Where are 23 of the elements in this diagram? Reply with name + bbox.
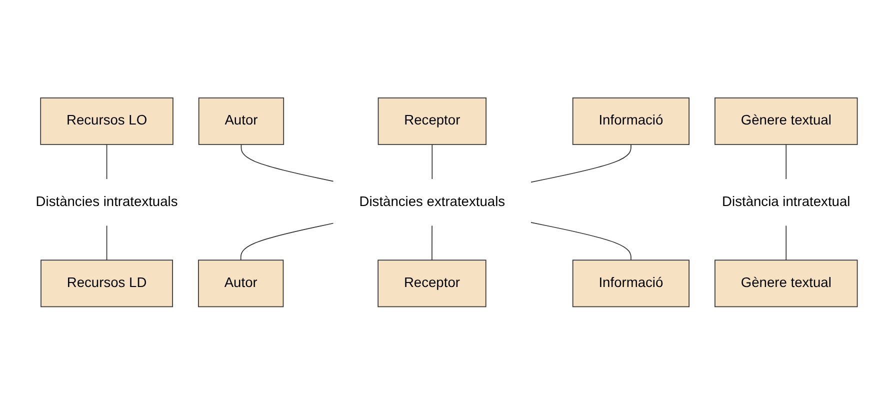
node-box <box>714 98 858 146</box>
connector <box>240 223 334 261</box>
node-text: Distàncies intratextuals <box>36 194 178 210</box>
diagram: Recursos LO Autor Receptor Informació Gènere textual Distàncies intratextuals Distàncies extratextuals Distància intratextual Recursos LD Autor Receptor Informació Gènere textual <box>3 91 883 314</box>
node-box <box>198 98 284 146</box>
connector <box>530 144 632 183</box>
node-box <box>40 260 173 308</box>
node-box <box>714 260 858 308</box>
connector <box>786 144 787 180</box>
connector <box>240 144 334 182</box>
node-box <box>40 98 174 146</box>
node-text: Distàncies extratextuals <box>359 194 506 210</box>
node-box <box>572 260 690 308</box>
connector <box>786 225 787 261</box>
node-box <box>378 260 486 308</box>
connector <box>106 144 108 180</box>
node-text: Distància intratextual <box>722 194 850 210</box>
connector <box>432 144 433 180</box>
connector <box>106 225 108 261</box>
node-box <box>198 260 284 308</box>
node-box <box>572 98 690 146</box>
connector <box>530 222 632 261</box>
node-box <box>378 98 486 146</box>
